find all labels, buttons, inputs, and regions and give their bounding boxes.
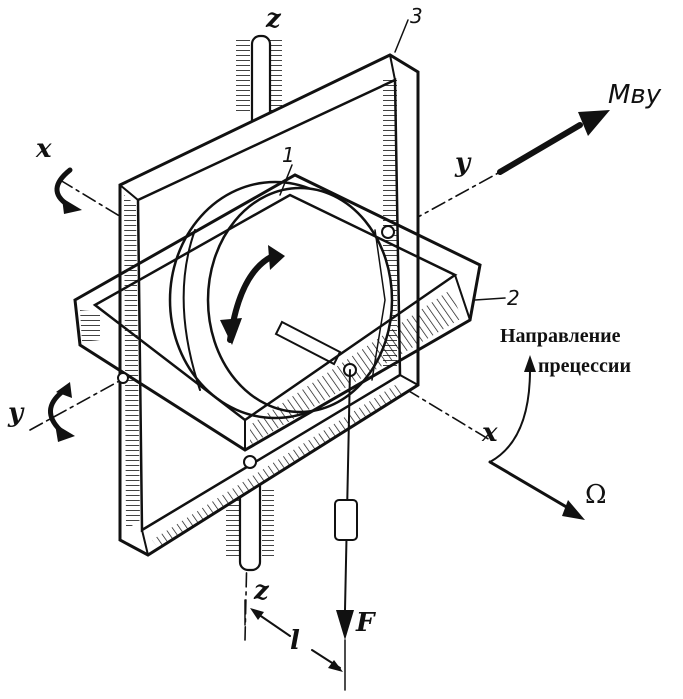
label-omega: Ω: [585, 480, 607, 510]
pivot-left-y: [117, 372, 129, 384]
pivot-right-y: [381, 225, 395, 239]
label-outer-frame-3: 3: [410, 4, 423, 28]
pivot-bottom: [243, 455, 257, 469]
moment-arrow: [497, 122, 583, 175]
force-weight: [334, 499, 358, 541]
label-y-left: y: [8, 398, 24, 428]
upper-bearing: [236, 40, 250, 112]
label-y-right: y: [455, 148, 471, 178]
label-z-bottom: z: [254, 576, 269, 606]
omega-arrow: [488, 460, 577, 514]
label-force: F: [356, 608, 375, 638]
label-lever: l: [290, 626, 300, 656]
label-precession-line1: Направление: [500, 325, 621, 347]
rotor-shaft: [274, 320, 342, 366]
rotor-1-face: [206, 186, 394, 414]
lower-bearing: [226, 490, 240, 560]
y-rotation-arrow: [48, 389, 65, 433]
precession-arc: [489, 369, 531, 463]
force-line: [344, 369, 351, 611]
label-inner-frame-2: 2: [507, 286, 520, 310]
label-z-top: z: [266, 4, 281, 34]
label-x-right: x: [482, 418, 498, 448]
label-moment: Mвy: [608, 80, 662, 110]
y-axis-line: [29, 171, 501, 431]
label-precession-line2: прецессии: [538, 355, 631, 377]
label-rotor-1: 1: [282, 143, 295, 167]
label-x-left: x: [36, 134, 52, 164]
